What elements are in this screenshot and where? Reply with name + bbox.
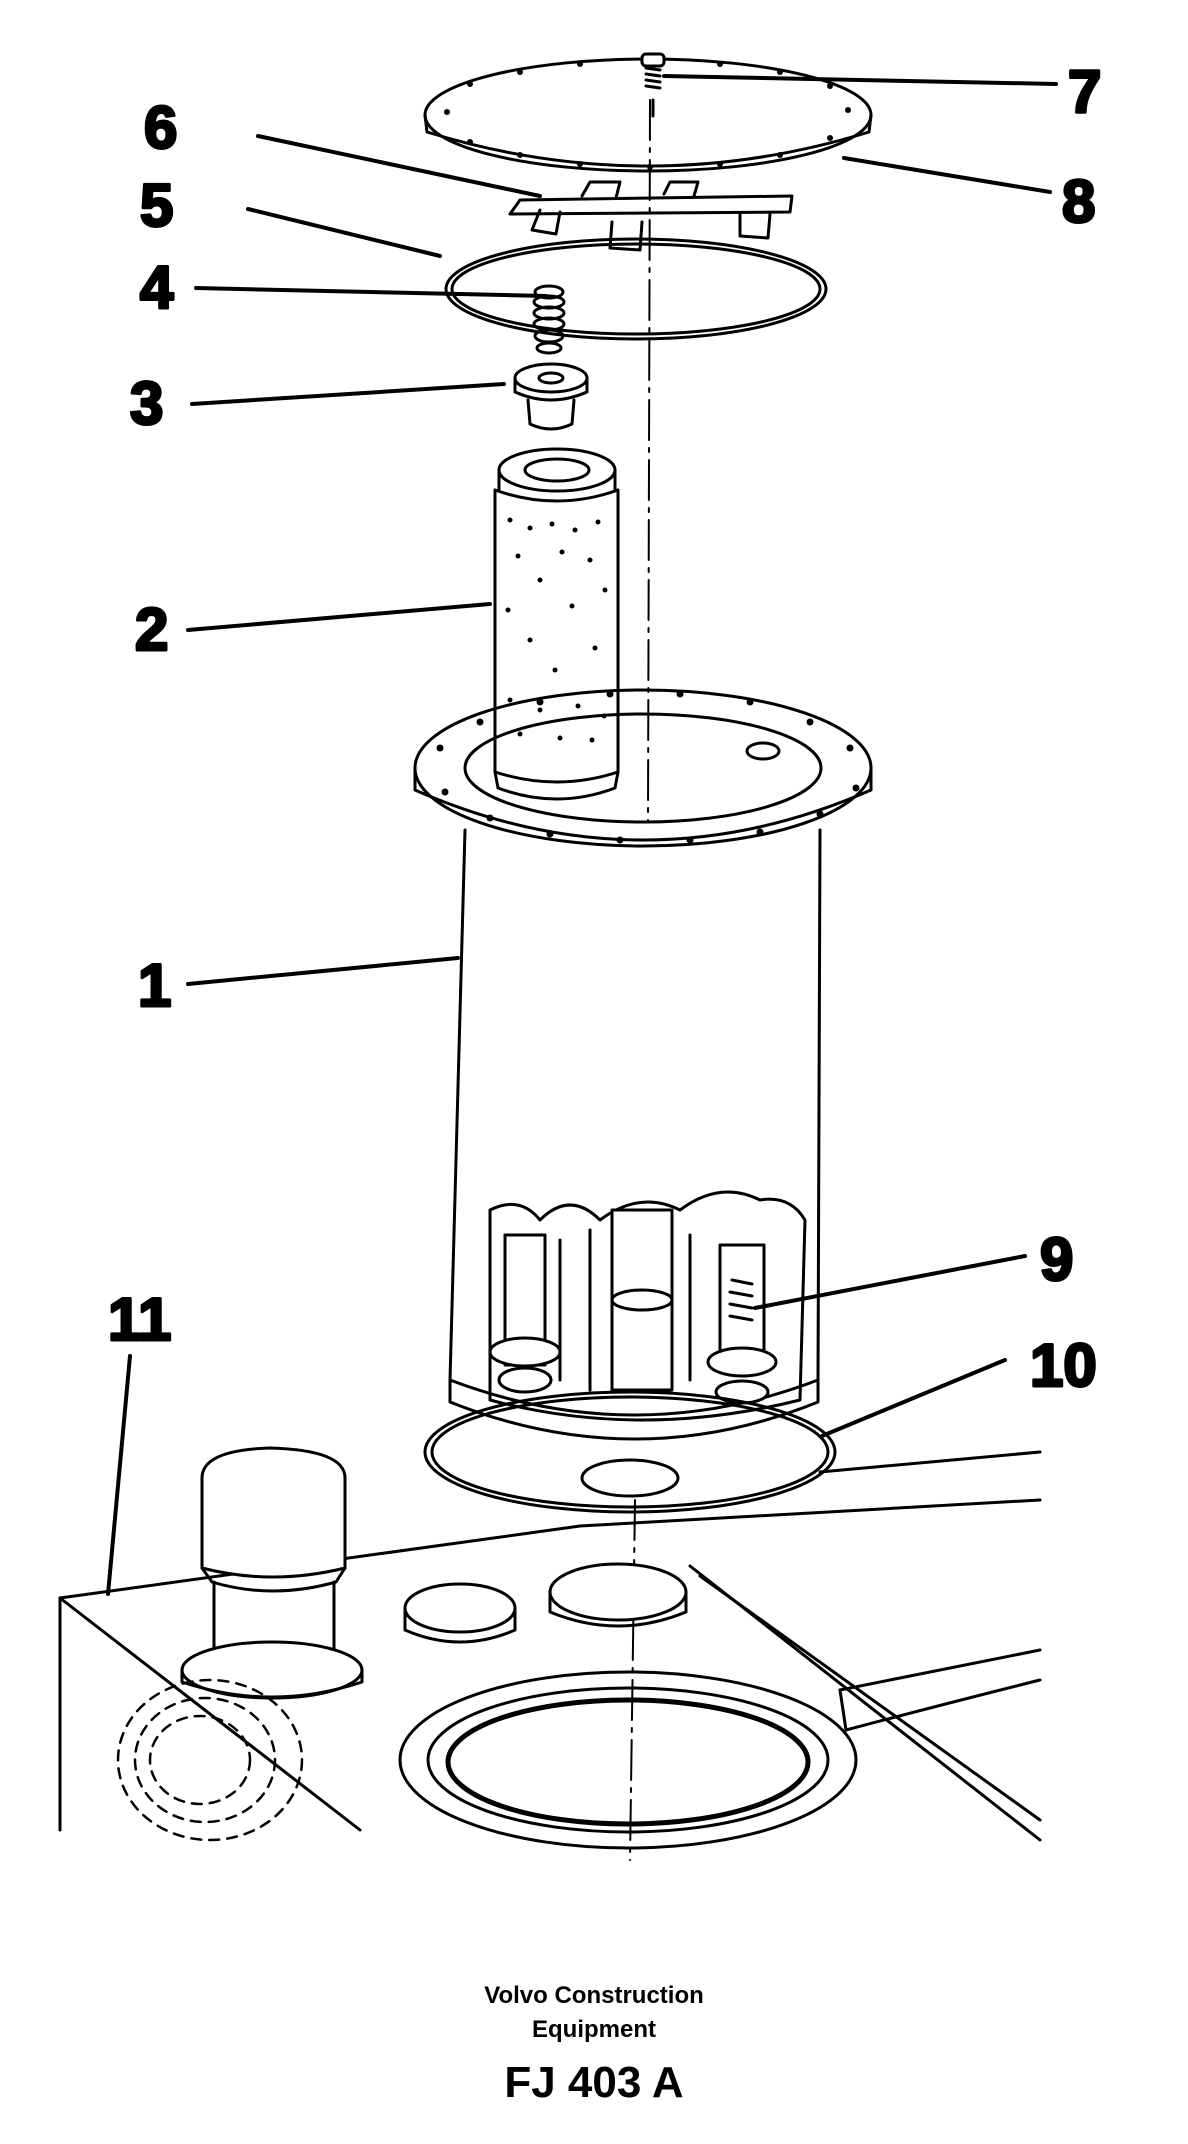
spring-part-4 — [532, 284, 566, 355]
valve-seat-part-3 — [513, 362, 589, 431]
callout-label-6: 6 — [144, 94, 177, 161]
callout-label-4: 4 — [140, 254, 174, 321]
screw-part-7 — [640, 52, 666, 118]
callout-label-10: 10 — [1030, 1332, 1097, 1399]
filter-housing-part-1 — [413, 688, 873, 1441]
callout-label-11: 11 — [108, 1286, 171, 1353]
o-ring-part-5 — [444, 237, 828, 341]
callout-labels: 1 2 3 4 5 6 7 8 9 10 11 — [107, 57, 1103, 1401]
callout-label-5: 5 — [140, 172, 173, 239]
cover-plate-part-8 — [423, 57, 873, 173]
caption-company-line-1: Volvo Construction — [484, 1982, 704, 2009]
gasket-part-10 — [423, 1390, 837, 1514]
caption-figure-code: FJ 403 A — [504, 2058, 684, 2107]
callout-label-7: 7 — [1068, 58, 1101, 125]
bracket-part-6 — [508, 180, 794, 252]
callout-label-1: 1 — [138, 952, 171, 1019]
caption-company-line-2: Equipment — [532, 2016, 656, 2043]
callout-label-2: 2 — [135, 596, 168, 663]
leader-lines — [106, 74, 1058, 1596]
hydraulic-tank-part-11 — [58, 1446, 1042, 1850]
callout-label-9: 9 — [1040, 1226, 1073, 1293]
assembly-axis-line — [629, 99, 651, 1861]
filter-cartridge-part-2 — [493, 447, 620, 801]
callout-label-8: 8 — [1062, 168, 1095, 235]
callout-label-3: 3 — [130, 370, 163, 437]
